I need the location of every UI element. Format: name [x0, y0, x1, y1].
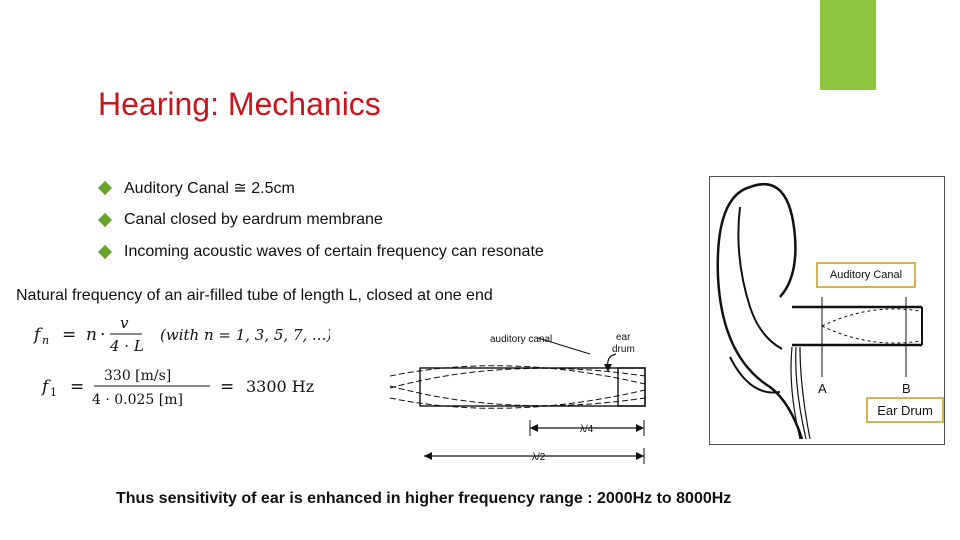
formula-n: n: [86, 325, 97, 345]
canal-pointer-arrow: [537, 337, 591, 355]
point-a-label: A: [818, 381, 827, 396]
bullet-item: Canal closed by eardrum membrane: [97, 204, 544, 236]
diamond-bullet-icon: [97, 244, 113, 260]
ear-fold-inner: [737, 206, 783, 350]
bullet-item: Auditory Canal ≅ 2.5cm: [97, 172, 544, 204]
ear-drum-callout: Ear Drum: [866, 397, 944, 423]
diamond-bullet-icon: [97, 180, 113, 196]
auditory-canal-callout: Auditory Canal: [816, 262, 916, 288]
formula-numerator: v: [120, 314, 129, 332]
bullet-text: Auditory Canal ≅ 2.5cm: [124, 180, 295, 197]
ear-drawing: A B: [716, 182, 923, 440]
formula-condition: (with n = 1, 3, 5, 7, ...): [160, 326, 330, 344]
bullet-text: Incoming acoustic waves of certain frequ…: [124, 243, 544, 260]
arrowhead-left: [424, 452, 432, 460]
diamond-bullet-icon: [97, 212, 113, 228]
ear-lobe: [729, 356, 781, 394]
tube-outline: [419, 367, 646, 407]
wave-envelope: [389, 365, 646, 385]
formula-lhs-sub: n: [42, 334, 49, 347]
half-wave-label: λ/2: [532, 452, 546, 463]
bullet-item: Incoming acoustic waves of certain frequ…: [97, 236, 544, 268]
accent-bar: [820, 0, 876, 90]
drum-label: drum: [612, 344, 635, 355]
formula-first: f 1 = 330 [m/s] 4 · 0.025 [m] = 3300 Hz: [40, 368, 314, 408]
slide-title: Hearing: Mechanics: [98, 86, 381, 122]
arrowhead-right: [636, 452, 644, 460]
formula-lhs-sub: 1: [50, 386, 57, 399]
callout-text: Ear Drum: [877, 402, 933, 418]
canal-wave: [821, 308, 921, 327]
formula-denominator: 4 · 0.025 [m]: [92, 392, 183, 408]
bullet-text: Canal closed by eardrum membrane: [124, 211, 383, 228]
wave-envelope: [389, 367, 646, 389]
formula-equals: =: [220, 377, 234, 397]
point-b-label: B: [902, 381, 911, 396]
formula-dot: ·: [100, 325, 105, 345]
conclusion-text: Thus sensitivity of ear is enhanced in h…: [116, 490, 732, 507]
formula-equals: =: [70, 377, 84, 397]
formula-denominator: 4 · L: [109, 337, 144, 355]
arrowhead-left: [530, 424, 538, 432]
wave-envelope: [389, 389, 646, 409]
ear-label: ear: [616, 332, 631, 343]
formula-result: 3300 Hz: [246, 377, 314, 396]
formula-general: f n = n · v 4 · L (with n = 1, 3, 5, 7, …: [32, 314, 330, 355]
bullet-list: Auditory Canal ≅ 2.5cm Canal closed by e…: [97, 172, 544, 268]
wave-envelope: [389, 385, 646, 407]
formula-equals: =: [62, 325, 76, 345]
eardrum-end: [617, 367, 646, 407]
quarter-wave-label: λ/4: [580, 424, 594, 435]
canal-wave: [821, 325, 921, 344]
subheading: Natural frequency of an air-filled tube …: [16, 287, 493, 304]
formula-lhs: f: [40, 377, 51, 397]
callout-text: Auditory Canal: [829, 269, 903, 281]
auditory-canal-label: auditory canal: [490, 334, 552, 345]
nerve-lines: [790, 346, 811, 440]
outer-ear-outline: [716, 185, 804, 440]
ear-fold: [749, 182, 797, 298]
arrowhead-right: [636, 424, 644, 432]
standing-wave-diagram: auditory canal ear drum λ/4 λ/2: [389, 332, 646, 464]
formula-numerator: 330 [m/s]: [104, 368, 171, 384]
formula-lhs: f: [32, 325, 43, 345]
